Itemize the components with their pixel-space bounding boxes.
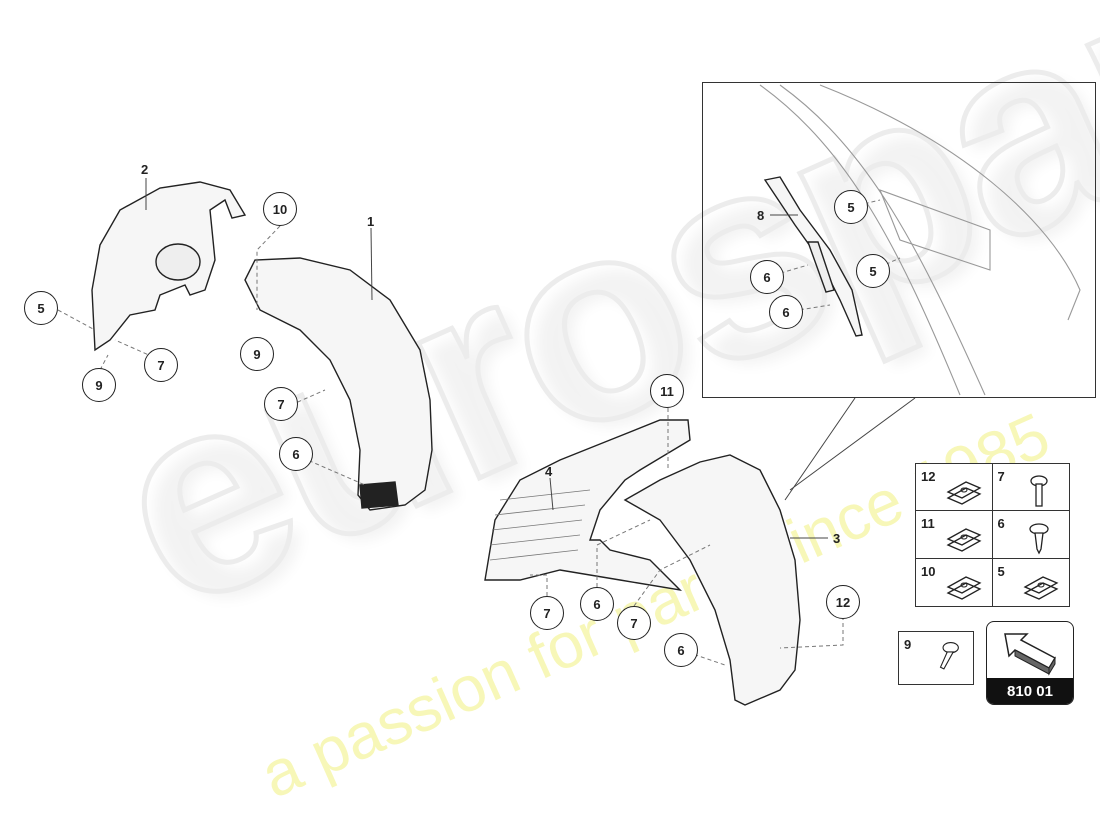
clip-nut-icon <box>946 528 982 553</box>
page-code: 810 01 <box>987 678 1073 704</box>
legend-item-9: 9 <box>898 631 974 685</box>
part-3-liner <box>623 454 801 706</box>
legend-item-5: 5 <box>993 559 1070 606</box>
callout-7: 7 <box>530 596 564 630</box>
callout-6: 6 <box>664 633 698 667</box>
callout-6: 6 <box>580 587 614 621</box>
clip-nut-icon <box>946 575 982 600</box>
callout-6: 6 <box>279 437 313 471</box>
part-label-2: 2 <box>141 162 149 177</box>
clip-nut-icon <box>1023 575 1058 600</box>
part-label-4: 4 <box>545 464 553 479</box>
part-1-liner <box>244 257 433 511</box>
callout-11: 11 <box>650 374 684 408</box>
callout-5: 5 <box>856 254 890 288</box>
callout-6: 6 <box>750 260 784 294</box>
callout-7: 7 <box>264 387 298 421</box>
part-label-1: 1 <box>367 214 375 229</box>
flange-screw-icon <box>939 641 959 670</box>
fastener-legend: 12 7 11 6 10 5 <box>915 463 1070 607</box>
detail-inset <box>702 82 1096 398</box>
legend-item-10: 10 <box>916 558 993 606</box>
callout-6: 6 <box>769 295 803 329</box>
callout-5: 5 <box>834 190 868 224</box>
callout-9: 9 <box>82 368 116 402</box>
callout-9: 9 <box>240 337 274 371</box>
legend-item-6: 6 <box>992 511 1069 559</box>
legend-item-11: 11 <box>916 511 993 559</box>
arrow-icon <box>1004 633 1057 676</box>
part-4-liner <box>484 419 691 592</box>
clip-nut-icon <box>946 481 982 505</box>
legend-item-12: 12 <box>916 464 993 512</box>
torx-screw-icon <box>1028 523 1049 555</box>
part-label-8: 8 <box>757 208 765 223</box>
legend-item-7: 7 <box>992 464 1069 512</box>
callout-7: 7 <box>144 348 178 382</box>
callout-5: 5 <box>24 291 58 325</box>
part-label-3: 3 <box>833 531 841 546</box>
callout-10: 10 <box>263 192 297 226</box>
rivet-screw-icon <box>1029 475 1048 507</box>
callout-7: 7 <box>617 606 651 640</box>
page-reference: 810 01 <box>986 621 1074 705</box>
callout-12: 12 <box>826 585 860 619</box>
